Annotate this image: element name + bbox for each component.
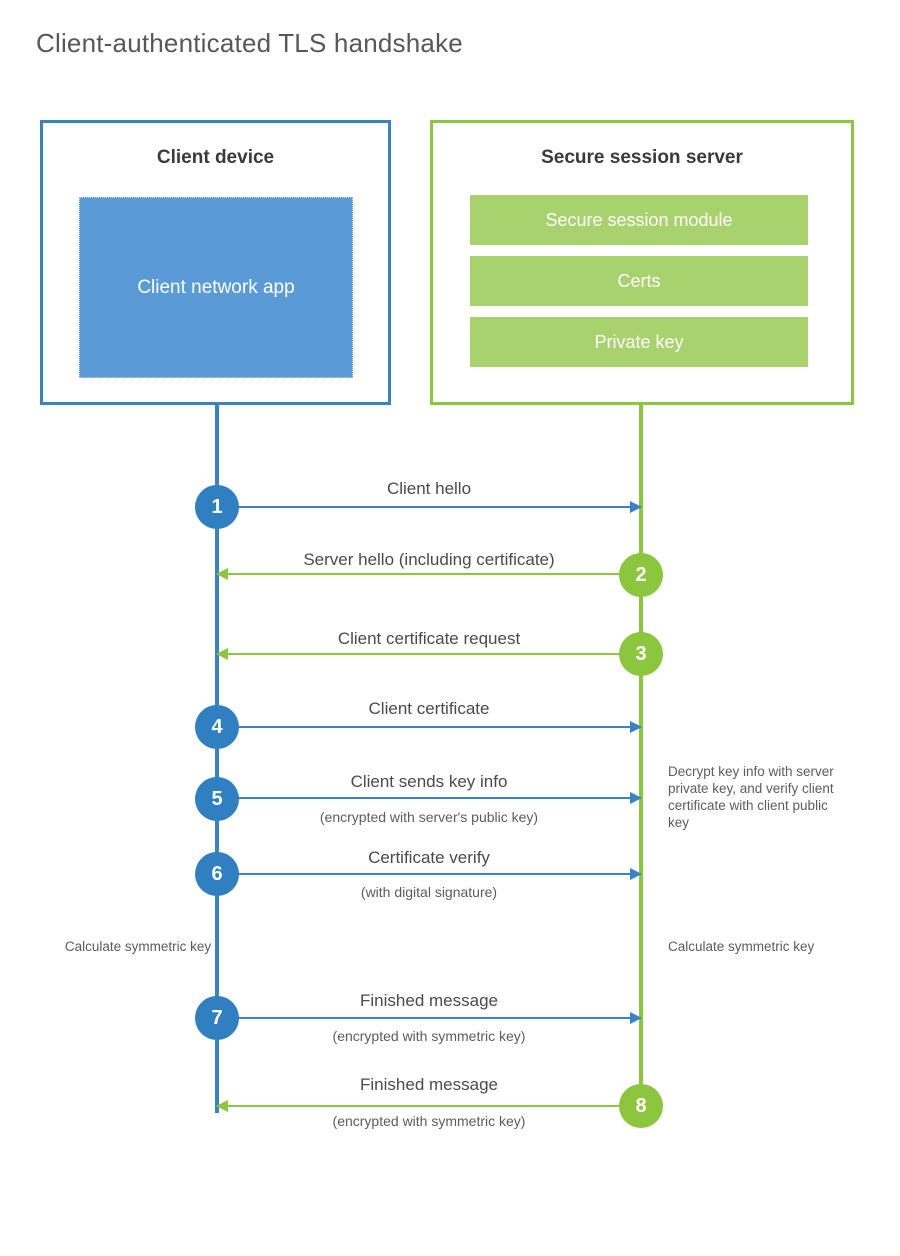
step-marker-5[interactable]: 5 [195, 777, 239, 821]
step-marker-4[interactable]: 4 [195, 705, 239, 749]
step-6-arrow [217, 868, 642, 880]
step-number: 8 [635, 1094, 647, 1117]
step-6-label: Certificate verify [368, 848, 490, 867]
step-number: 2 [635, 563, 647, 586]
server-component-row: Secure session module [470, 195, 808, 245]
step-marker-8[interactable]: 8 [619, 1084, 663, 1128]
step-8-arrow [216, 1100, 641, 1112]
step-3-label: Client certificate request [337, 629, 521, 648]
arrow-shaft [217, 726, 641, 728]
arrow-shaft [217, 506, 641, 508]
arrow-head-icon [630, 721, 642, 733]
step-8-sublabel: (encrypted with symmetric key) [332, 1113, 526, 1129]
step-number: 6 [211, 862, 223, 885]
step-marker-1[interactable]: 1 [195, 485, 239, 529]
step-number: 5 [211, 787, 223, 810]
arrow-shaft [217, 653, 641, 655]
arrow-head-icon [216, 568, 228, 580]
arrow-shaft [217, 797, 641, 799]
client-network-app-label: Client network app [137, 277, 295, 298]
step-7-label: Finished message [360, 991, 498, 1010]
server-component-label: Certs [617, 270, 661, 291]
server-calculate-symmetric-key-note: Calculate symmetric key [668, 939, 815, 954]
server-decrypt-note: Decrypt key info with server private key… [668, 764, 834, 830]
step-number: 1 [211, 495, 223, 518]
step-marker-6[interactable]: 6 [195, 852, 239, 896]
page-title: Client-authenticated TLS handshake [36, 28, 463, 58]
step-1-label: Client hello [386, 479, 472, 498]
step-5-label: Client sends key info [350, 772, 508, 791]
arrow-head-icon [630, 792, 642, 804]
client-device-title: Client device [156, 147, 275, 168]
server-component-label: Secure session module [545, 209, 733, 230]
step-2-label: Server hello (including certificate) [303, 550, 555, 569]
arrow-shaft [217, 573, 641, 575]
arrow-head-icon [630, 501, 642, 513]
arrow-head-icon [630, 868, 642, 880]
secure-session-server-title: Secure session server [541, 147, 743, 168]
server-component-row: Certs [470, 256, 808, 306]
server-component-label: Private key [594, 331, 684, 352]
step-5-sublabel: (encrypted with server's public key) [319, 809, 539, 825]
step-marker-3[interactable]: 3 [619, 632, 663, 676]
step-8-label: Finished message [360, 1075, 498, 1094]
step-3-arrow [216, 648, 641, 660]
client-lifeline [215, 405, 219, 1113]
server-component-row: Private key [470, 317, 808, 367]
step-marker-2[interactable]: 2 [619, 553, 663, 597]
secure-session-server-panel: Secure session server Secure session mod… [430, 120, 854, 405]
step-marker-7[interactable]: 7 [195, 996, 239, 1040]
step-2-arrow [216, 568, 641, 580]
step-7-sublabel: (encrypted with symmetric key) [332, 1028, 526, 1044]
step-6-sublabel: (with digital signature) [360, 884, 498, 900]
server-components-list: Secure session module Certs Private key [470, 195, 808, 367]
arrow-head-icon [216, 648, 228, 660]
client-calculate-symmetric-key-note: Calculate symmetric key [64, 939, 212, 954]
arrow-shaft [217, 873, 641, 875]
step-number: 3 [635, 642, 647, 665]
server-lifeline [639, 405, 643, 1108]
client-network-app-box: Client network app [79, 197, 353, 378]
arrow-shaft [217, 1017, 641, 1019]
client-device-panel: Client device Client network app [40, 120, 391, 405]
step-4-label: Client certificate [368, 699, 490, 718]
arrow-shaft [217, 1105, 641, 1107]
step-number: 7 [211, 1006, 223, 1029]
arrow-head-icon [630, 1012, 642, 1024]
arrow-head-icon [216, 1100, 228, 1112]
step-7-arrow [217, 1012, 642, 1024]
step-number: 4 [211, 715, 223, 738]
step-5-arrow [217, 792, 642, 804]
step-4-arrow [217, 721, 642, 733]
step-1-arrow [217, 501, 642, 513]
